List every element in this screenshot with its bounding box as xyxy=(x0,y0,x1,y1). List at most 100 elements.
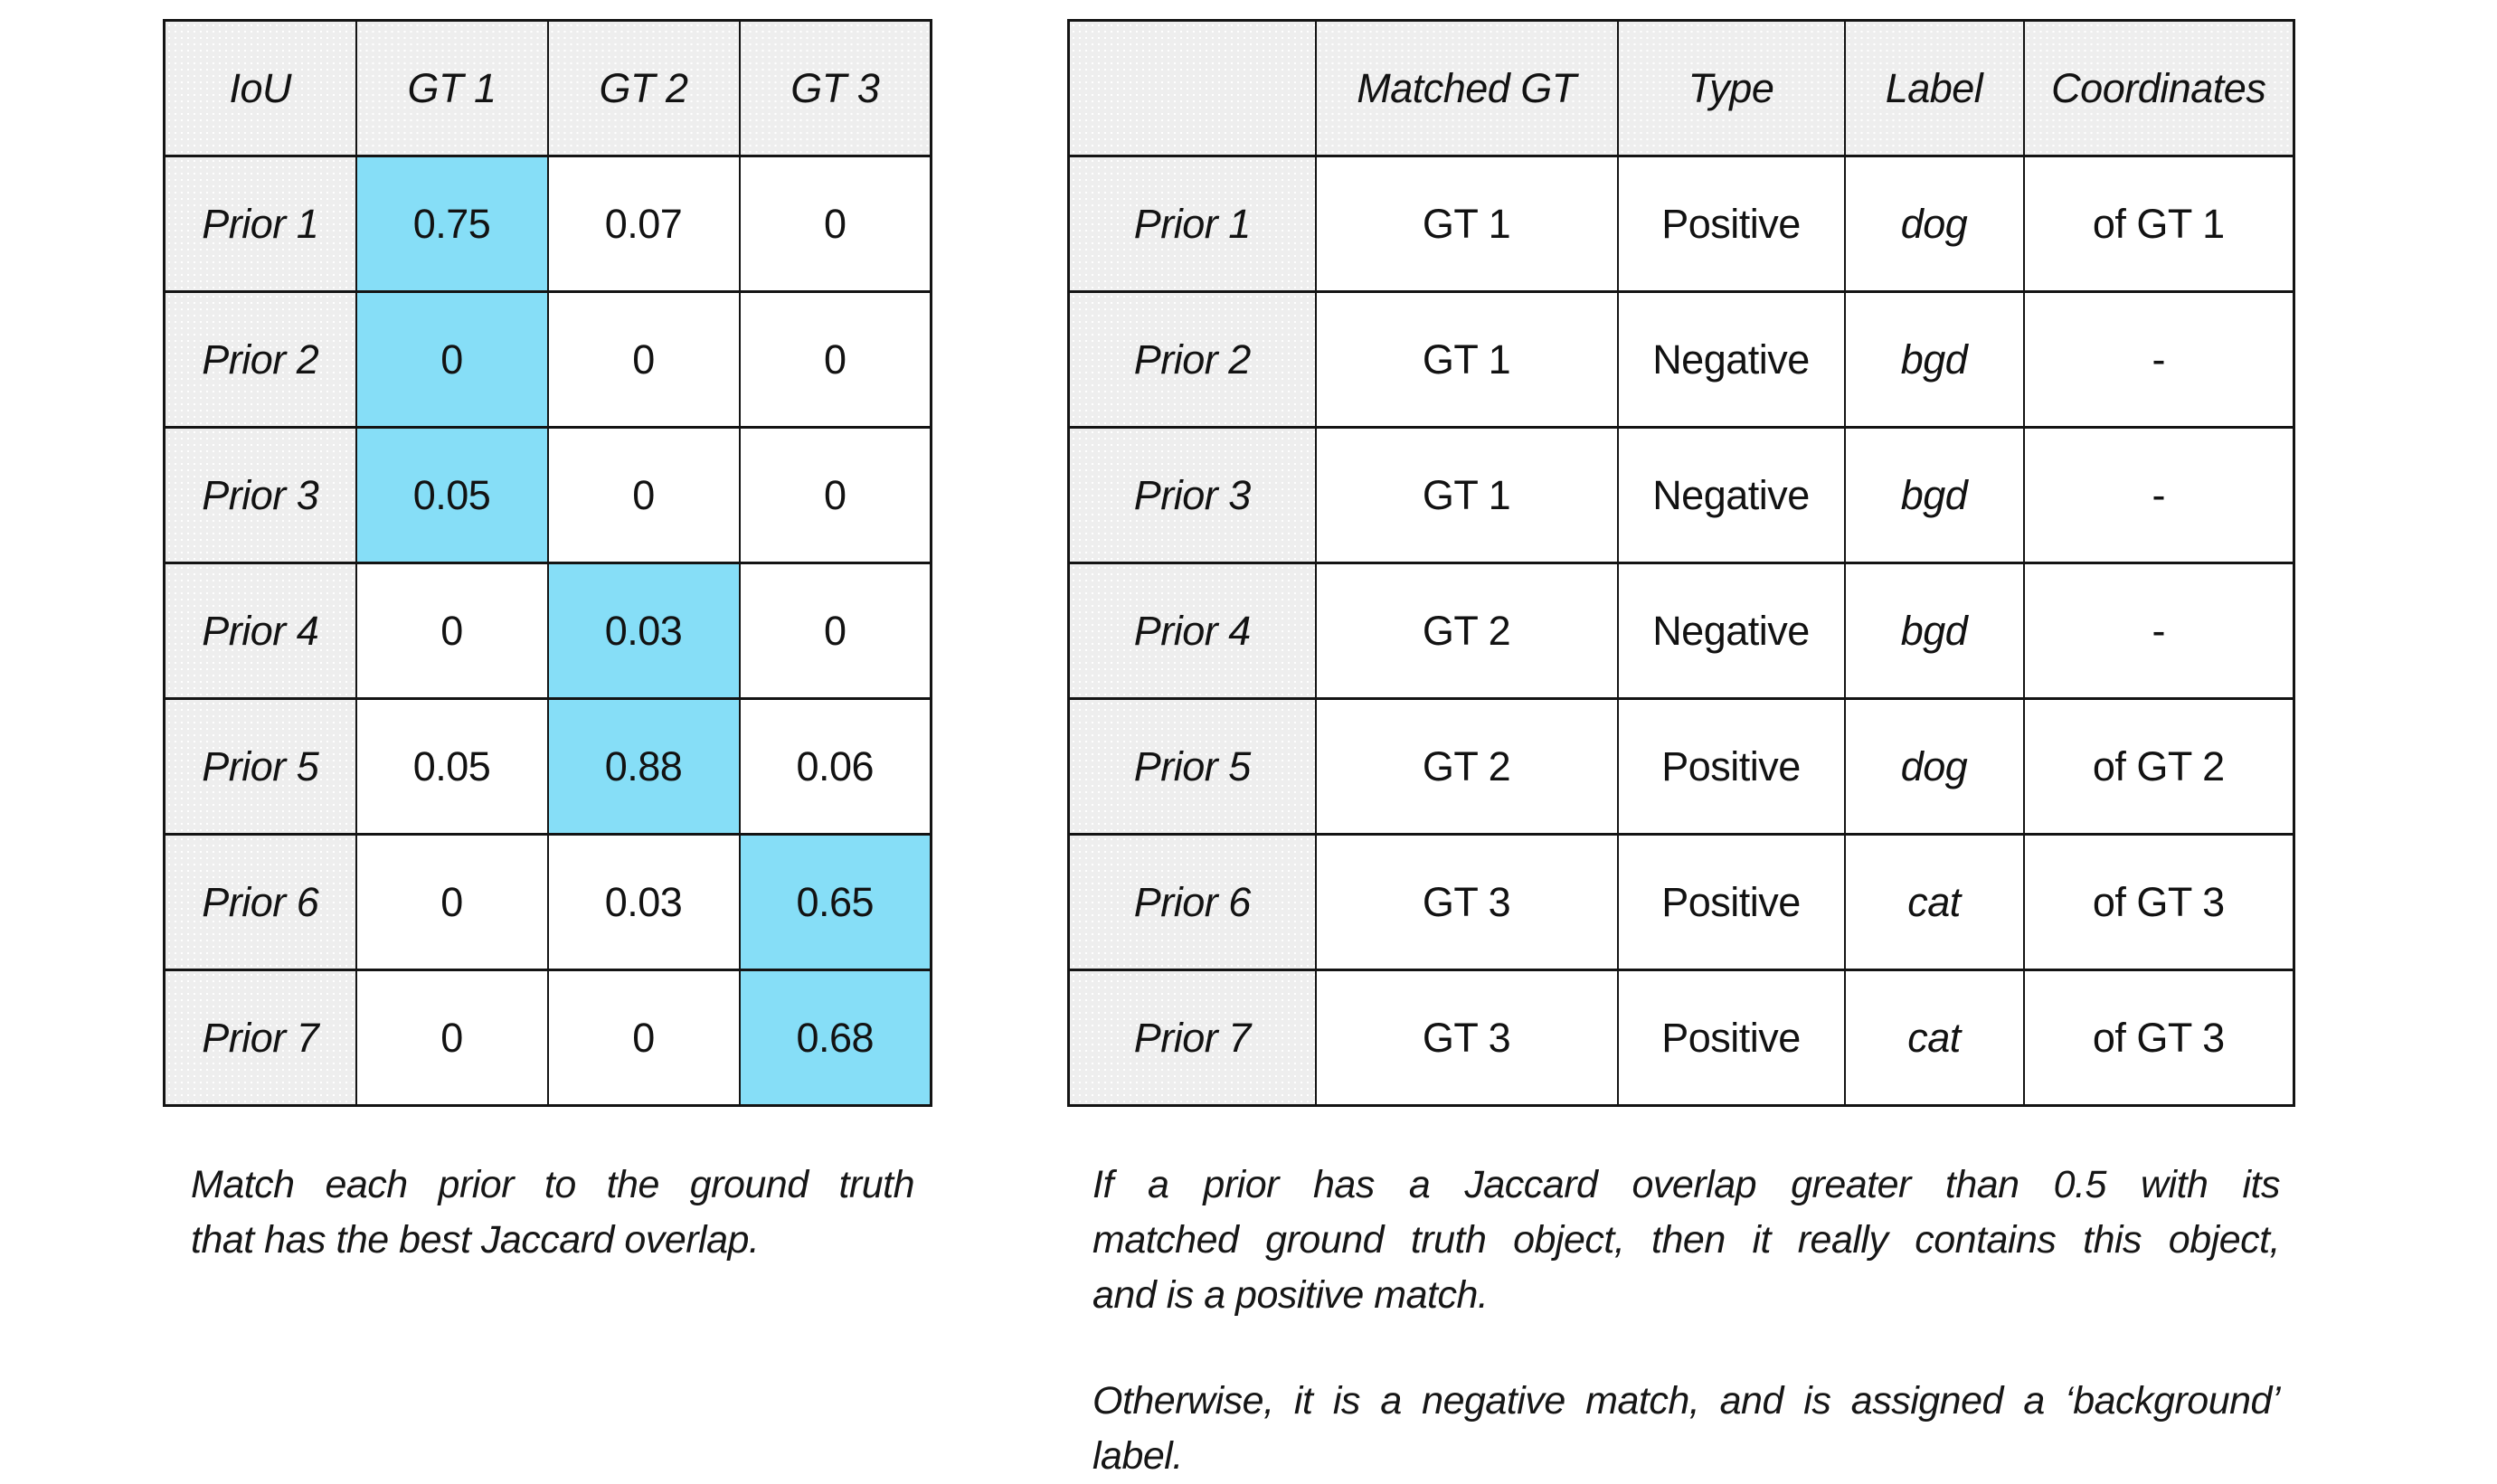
prior-label-cell: Prior 4 xyxy=(1067,562,1317,700)
prior-label-cell: Prior 7 xyxy=(163,969,357,1107)
empty-header-cell xyxy=(1067,19,1317,157)
caption-line: Otherwise, it is a negative match, and i… xyxy=(1092,1379,2281,1423)
iou-value-cell-highlighted: 0.88 xyxy=(546,697,741,836)
iou-row-prior-3: Prior 3 0.05 0 0 xyxy=(163,426,932,564)
gt2-header-cell: GT 2 xyxy=(546,19,741,157)
iou-value-cell: 0.03 xyxy=(546,833,741,971)
matched-gt-header-cell: Matched GT xyxy=(1314,19,1619,157)
gt1-header-cell: GT 1 xyxy=(355,19,549,157)
type-cell: Positive xyxy=(1616,833,1846,971)
matched-gt-cell: GT 1 xyxy=(1314,426,1619,564)
matched-gt-cell: GT 3 xyxy=(1314,969,1619,1107)
iou-value-cell-highlighted: 0.75 xyxy=(355,155,549,293)
type-cell: Negative xyxy=(1616,562,1846,700)
iou-value-cell: 0 xyxy=(738,290,932,429)
prior-label-cell: Prior 5 xyxy=(1067,697,1317,836)
caption-line: matched ground truth object, then it rea… xyxy=(1092,1218,2281,1262)
iou-row-prior-2: Prior 2 0 0 0 xyxy=(163,290,932,429)
coordinates-cell: of GT 1 xyxy=(2022,155,2295,293)
prior-label-cell: Prior 6 xyxy=(1067,833,1317,971)
prior-label-cell: Prior 3 xyxy=(1067,426,1317,564)
iou-value-cell: 0 xyxy=(738,562,932,700)
coordinates-header-cell: Coordinates xyxy=(2022,19,2295,157)
match-table: Matched GT Type Label Coordinates Prior … xyxy=(1067,19,2295,1107)
prior-label-cell: Prior 6 xyxy=(163,833,357,971)
iou-header-cell: IoU xyxy=(163,19,357,157)
type-cell: Positive xyxy=(1616,969,1846,1107)
prior-label-cell: Prior 1 xyxy=(163,155,357,293)
right-caption-paragraph-1: If a prior has a Jaccard overlap greater… xyxy=(1092,1158,2281,1323)
prior-label-cell: Prior 4 xyxy=(163,562,357,700)
iou-value-cell: 0 xyxy=(738,155,932,293)
left-caption: Match each prior to the ground truth tha… xyxy=(191,1158,915,1268)
iou-value-cell: 0 xyxy=(738,426,932,564)
iou-value-cell: 0 xyxy=(546,290,741,429)
iou-value-cell-highlighted: 0.03 xyxy=(546,562,741,700)
matched-gt-cell: GT 2 xyxy=(1314,562,1619,700)
coordinates-cell: of GT 3 xyxy=(2022,969,2295,1107)
match-row-prior-3: Prior 3 GT 1 Negative bgd - xyxy=(1067,426,2295,564)
label-header-cell: Label xyxy=(1843,19,2025,157)
match-row-prior-7: Prior 7 GT 3 Positive cat of GT 3 xyxy=(1067,969,2295,1107)
coordinates-cell: of GT 3 xyxy=(2022,833,2295,971)
iou-row-prior-5: Prior 5 0.05 0.88 0.06 xyxy=(163,697,932,836)
iou-value-cell: 0 xyxy=(355,833,549,971)
iou-table: IoU GT 1 GT 2 GT 3 Prior 1 0.75 0.07 0 P… xyxy=(163,19,932,1107)
iou-value-cell-highlighted: 0.05 xyxy=(355,426,549,564)
gt3-header-cell: GT 3 xyxy=(738,19,932,157)
match-row-prior-4: Prior 4 GT 2 Negative bgd - xyxy=(1067,562,2295,700)
iou-row-prior-1: Prior 1 0.75 0.07 0 xyxy=(163,155,932,293)
type-cell: Positive xyxy=(1616,697,1846,836)
caption-line: Match each prior to the ground truth xyxy=(191,1163,915,1206)
iou-value-cell-highlighted: 0.65 xyxy=(738,833,932,971)
iou-value-cell: 0 xyxy=(546,426,741,564)
matched-gt-cell: GT 1 xyxy=(1314,290,1619,429)
caption-line: that has the best Jaccard overlap. xyxy=(191,1218,760,1262)
prior-label-cell: Prior 3 xyxy=(163,426,357,564)
prior-label-cell: Prior 5 xyxy=(163,697,357,836)
match-table-header-row: Matched GT Type Label Coordinates xyxy=(1067,19,2295,157)
matched-gt-cell: GT 3 xyxy=(1314,833,1619,971)
iou-row-prior-4: Prior 4 0 0.03 0 xyxy=(163,562,932,700)
match-row-prior-2: Prior 2 GT 1 Negative bgd - xyxy=(1067,290,2295,429)
class-label-cell: cat xyxy=(1843,833,2025,971)
prior-label-cell: Prior 2 xyxy=(1067,290,1317,429)
prior-label-cell: Prior 7 xyxy=(1067,969,1317,1107)
iou-value-cell: 0 xyxy=(355,969,549,1107)
type-header-cell: Type xyxy=(1616,19,1846,157)
match-row-prior-1: Prior 1 GT 1 Positive dog of GT 1 xyxy=(1067,155,2295,293)
iou-row-prior-6: Prior 6 0 0.03 0.65 xyxy=(163,833,932,971)
iou-value-cell-highlighted: 0.68 xyxy=(738,969,932,1107)
prior-label-cell: Prior 2 xyxy=(163,290,357,429)
coordinates-cell: - xyxy=(2022,426,2295,564)
iou-value-cell: 0 xyxy=(355,562,549,700)
type-cell: Negative xyxy=(1616,426,1846,564)
type-cell: Positive xyxy=(1616,155,1846,293)
iou-value-cell: 0.05 xyxy=(355,697,549,836)
caption-line: If a prior has a Jaccard overlap greater… xyxy=(1092,1163,2281,1206)
prior-label-cell: Prior 1 xyxy=(1067,155,1317,293)
type-cell: Negative xyxy=(1616,290,1846,429)
caption-line: label. xyxy=(1092,1434,1183,1478)
class-label-cell: dog xyxy=(1843,155,2025,293)
iou-row-prior-7: Prior 7 0 0 0.68 xyxy=(163,969,932,1107)
matched-gt-cell: GT 1 xyxy=(1314,155,1619,293)
iou-value-cell-highlighted: 0 xyxy=(355,290,549,429)
iou-value-cell: 0 xyxy=(546,969,741,1107)
iou-value-cell: 0.06 xyxy=(738,697,932,836)
class-label-cell: dog xyxy=(1843,697,2025,836)
class-label-cell: bgd xyxy=(1843,290,2025,429)
right-caption-paragraph-2: Otherwise, it is a negative match, and i… xyxy=(1092,1374,2281,1484)
match-row-prior-5: Prior 5 GT 2 Positive dog of GT 2 xyxy=(1067,697,2295,836)
coordinates-cell: - xyxy=(2022,290,2295,429)
coordinates-cell: of GT 2 xyxy=(2022,697,2295,836)
iou-value-cell: 0.07 xyxy=(546,155,741,293)
iou-table-header-row: IoU GT 1 GT 2 GT 3 xyxy=(163,19,932,157)
caption-line: and is a positive match. xyxy=(1092,1273,1489,1317)
match-row-prior-6: Prior 6 GT 3 Positive cat of GT 3 xyxy=(1067,833,2295,971)
class-label-cell: cat xyxy=(1843,969,2025,1107)
matched-gt-cell: GT 2 xyxy=(1314,697,1619,836)
class-label-cell: bgd xyxy=(1843,562,2025,700)
coordinates-cell: - xyxy=(2022,562,2295,700)
class-label-cell: bgd xyxy=(1843,426,2025,564)
